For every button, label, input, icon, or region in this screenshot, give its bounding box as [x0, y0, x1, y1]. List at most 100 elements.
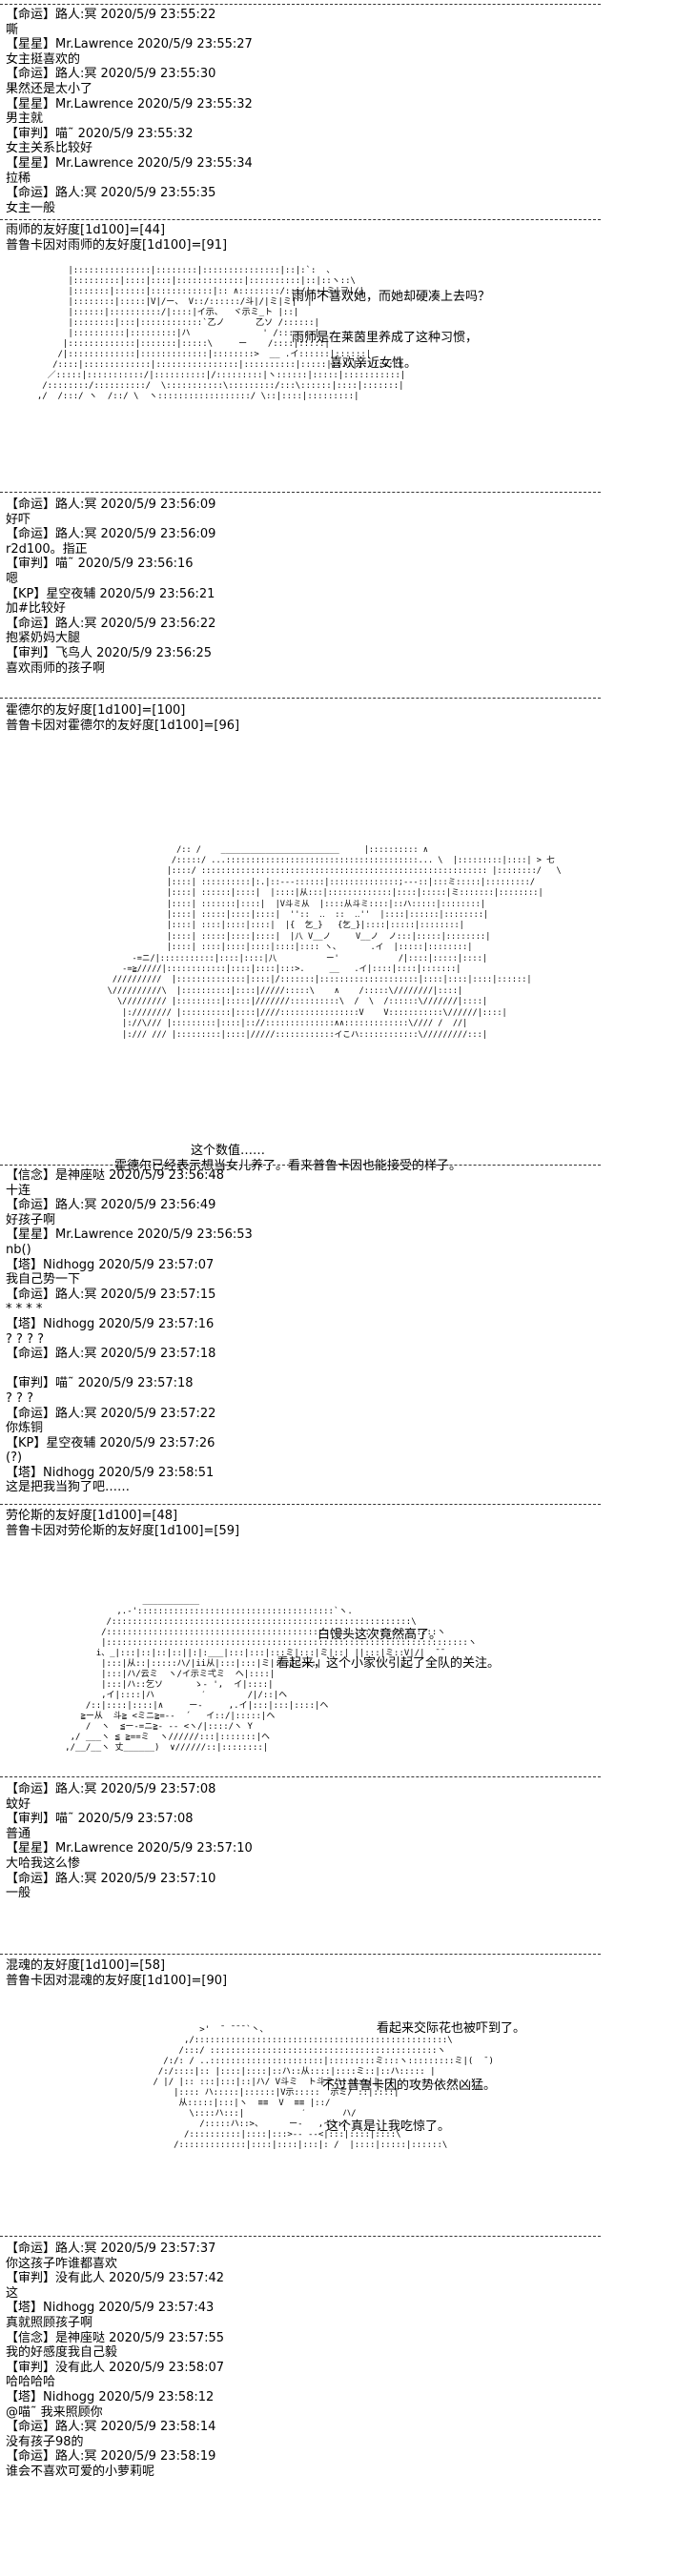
chat-line: 你这孩子咋谁都喜欢	[6, 2256, 118, 2271]
divider	[0, 698, 601, 699]
chat-line: 【塔】Nidhogg 2020/5/9 23:58:51	[6, 1465, 215, 1480]
chat-line: 【塔】Nidhogg 2020/5/9 23:58:12	[6, 2389, 215, 2404]
narration: 雨师是在莱茵里养成了这种习惯，	[292, 331, 479, 345]
chat-line: 【信念】是神座哒 2020/5/9 23:57:55	[6, 2330, 225, 2345]
chat-line: nb()	[6, 1242, 31, 1257]
chat-line: 女主关系比较好	[6, 141, 93, 156]
affinity-roll-hodr: 霍德尔的友好度[1d100]=[100] 普鲁卡因对霍德尔的友好度[1d100]…	[6, 703, 578, 733]
chat-line: 加#比较好	[6, 601, 66, 617]
chat-log-1: 【命运】路人:冥 2020/5/9 23:55:22 嘶 【星星】Mr.Lawr…	[6, 8, 578, 215]
chat-log-4: 【命运】路人:冥 2020/5/9 23:57:08 蚊好 【审判】喵˜ 202…	[6, 1782, 578, 1901]
chat-line: 男主就	[6, 112, 44, 127]
divider	[0, 1776, 601, 1777]
chat-line: 嘶	[6, 22, 19, 37]
divider	[0, 1954, 601, 1955]
chat-line: 【审判】飞鸟人 2020/5/9 23:56:25	[6, 645, 213, 660]
narration: 喜欢亲近女性。	[330, 356, 418, 371]
affinity-roll-lawrence: 劳伦斯的友好度[1d100]=[48] 普鲁卡因对劳伦斯的友好度[1d100]=…	[6, 1509, 578, 1538]
narration: 白馒头这次竟然高了。	[318, 1628, 442, 1642]
chat-line: @喵˜ 我来照顾你	[6, 2404, 103, 2420]
chat-line: 拉稀	[6, 171, 31, 186]
chat-line: 【星星】Mr.Lawrence 2020/5/9 23:56:53	[6, 1227, 253, 1243]
chat-line: 【命运】路人:冥 2020/5/9 23:56:09	[6, 497, 216, 512]
chat-line: 【星星】Mr.Lawrence 2020/5/9 23:55:27	[6, 37, 253, 52]
chat-line: 这	[6, 2285, 19, 2301]
chat-line: 没有孩子98的	[6, 2434, 84, 2449]
chat-line: 女主一般	[6, 200, 56, 215]
chat-line	[6, 1362, 578, 1377]
chat-log-2: 【命运】路人:冥 2020/5/9 23:56:09 好吓 【命运】路人:冥 2…	[6, 497, 578, 676]
ascii-art-lawrence: ___________ ,.-'::::::::::::::::::::::::…	[65, 1596, 477, 1753]
chat-line: 你炼铜	[6, 1421, 44, 1436]
chat-line: 一般	[6, 1886, 31, 1901]
narration: 看起来交际花也被吓到了。	[377, 2021, 526, 2036]
chat-line: 【星星】Mr.Lawrence 2020/5/9 23:55:34	[6, 155, 253, 171]
chat-line: 好吓	[6, 512, 31, 527]
chat-line: 我自己势一下	[6, 1272, 81, 1288]
ascii-art-hodr: /:: / ________________________ |::::::::…	[107, 844, 562, 1040]
roll-line: 普鲁卡因对劳伦斯的友好度[1d100]=[59]	[6, 1523, 240, 1538]
narration: 不过普鲁卡因的攻势依然凶猛。	[322, 2079, 497, 2093]
chat-line: 【命运】路人:冥 2020/5/9 23:58:19	[6, 2449, 216, 2464]
chat-line: 【命运】路人:冥 2020/5/9 23:56:22	[6, 616, 216, 631]
ascii-art-hunhun: >' ̄ ̄ ̄ ̄ `丶、 ,/:::::::::::::::::::::::…	[153, 2025, 494, 2150]
chat-line: 【审判】喵˜ 2020/5/9 23:57:18	[6, 1376, 194, 1391]
divider	[0, 1504, 601, 1505]
chat-line: 【星星】Mr.Lawrence 2020/5/9 23:57:10	[6, 1841, 253, 1856]
chat-line: 我的好感度我自己毅	[6, 2345, 118, 2361]
chat-line: 【命运】路人:冥 2020/5/9 23:56:49	[6, 1198, 216, 1213]
chat-line: 抱紧奶妈大腿	[6, 631, 81, 646]
affinity-roll-hunhun: 混魂的友好度[1d100]=[58] 普鲁卡因对混魂的友好度[1d100]=[9…	[6, 1958, 578, 1988]
roll-line: 普鲁卡因对雨师的友好度[1d100]=[91]	[6, 237, 228, 253]
chat-line: ? ? ?	[6, 1390, 33, 1406]
chat-line: 【KP】星空夜辅 2020/5/9 23:57:26	[6, 1435, 215, 1450]
chat-line: 【命运】路人:冥 2020/5/9 23:57:10	[6, 1871, 216, 1886]
chat-line: 喜欢雨师的孩子啊	[6, 660, 106, 676]
chat-line: 十连	[6, 1183, 31, 1198]
narration: 看起来，这个小家伙引起了全队的关注。	[277, 1656, 501, 1671]
chat-line: * * * *	[6, 1302, 43, 1317]
divider	[0, 1165, 601, 1166]
chat-line: 【塔】Nidhogg 2020/5/9 23:57:07	[6, 1257, 215, 1272]
chat-line: 这是把我当狗了吧……	[6, 1480, 131, 1495]
chat-line: 【命运】路人:冥 2020/5/9 23:57:37	[6, 2241, 216, 2256]
chat-line: 蚊好	[6, 1796, 31, 1812]
chat-line: 【审判】喵˜ 2020/5/9 23:55:32	[6, 126, 194, 141]
chat-line: 【命运】路人:冥 2020/5/9 23:58:14	[6, 2420, 216, 2435]
chat-line: 【命运】路人:冥 2020/5/9 23:55:30	[6, 67, 216, 82]
chat-line: 【星星】Mr.Lawrence 2020/5/9 23:55:32	[6, 96, 253, 112]
chat-line: 【信念】是神座哒 2020/5/9 23:56:48	[6, 1168, 225, 1183]
chat-line: 【命运】路人:冥 2020/5/9 23:57:22	[6, 1406, 216, 1421]
chat-log-5: 【命运】路人:冥 2020/5/9 23:57:37 你这孩子咋谁都喜欢 【审判…	[6, 2241, 578, 2480]
chat-line: 【审判】没有此人 2020/5/9 23:58:07	[6, 2360, 225, 2375]
chat-line: 真就照顾孩子啊	[6, 2315, 93, 2330]
chat-line: 【命运】路人:冥 2020/5/9 23:55:22	[6, 8, 216, 22]
narration: 雨师不喜欢她，而她却硬凑上去吗？	[292, 290, 491, 304]
chat-line: 大哈我这么惨	[6, 1856, 81, 1871]
chat-line: 果然还是太小了	[6, 81, 93, 96]
roll-line: 普鲁卡因对混魂的友好度[1d100]=[90]	[6, 1973, 228, 1988]
chat-line: 【审判】没有此人 2020/5/9 23:57:42	[6, 2271, 225, 2286]
chat-line: 哈哈哈哈	[6, 2375, 56, 2390]
chat-line: 谁会不喜欢可爱的小萝莉呢	[6, 2464, 155, 2479]
narration: 这个数值……	[191, 1144, 266, 1158]
chat-line: 【命运】路人:冥 2020/5/9 23:57:15	[6, 1287, 216, 1302]
chat-log-3: 【信念】是神座哒 2020/5/9 23:56:48 十连 【命运】路人:冥 2…	[6, 1168, 578, 1495]
divider	[0, 2236, 601, 2237]
chat-line: 普通	[6, 1826, 31, 1841]
chat-line: 嗯	[6, 571, 19, 586]
chat-line: 【命运】路人:冥 2020/5/9 23:57:18	[6, 1347, 216, 1362]
roll-line: 普鲁卡因对霍德尔的友好度[1d100]=[96]	[6, 718, 240, 733]
roll-line: 劳伦斯的友好度[1d100]=[48]	[6, 1509, 178, 1523]
affinity-roll-yushi: 雨师的友好度[1d100]=[44] 普鲁卡因对雨师的友好度[1d100]=[9…	[6, 223, 578, 253]
roll-line: 雨师的友好度[1d100]=[44]	[6, 223, 166, 237]
chat-line: 好孩子啊	[6, 1212, 56, 1227]
divider	[0, 4, 601, 5]
divider	[0, 492, 601, 493]
chat-line: 【塔】Nidhogg 2020/5/9 23:57:16	[6, 1316, 215, 1331]
roll-line: 霍德尔的友好度[1d100]=[100]	[6, 703, 186, 718]
chat-line: (?)	[6, 1450, 23, 1466]
chat-line: 【命运】路人:冥 2020/5/9 23:57:08	[6, 1782, 216, 1796]
narration: 这个真是让我吃惊了。	[326, 2120, 451, 2134]
